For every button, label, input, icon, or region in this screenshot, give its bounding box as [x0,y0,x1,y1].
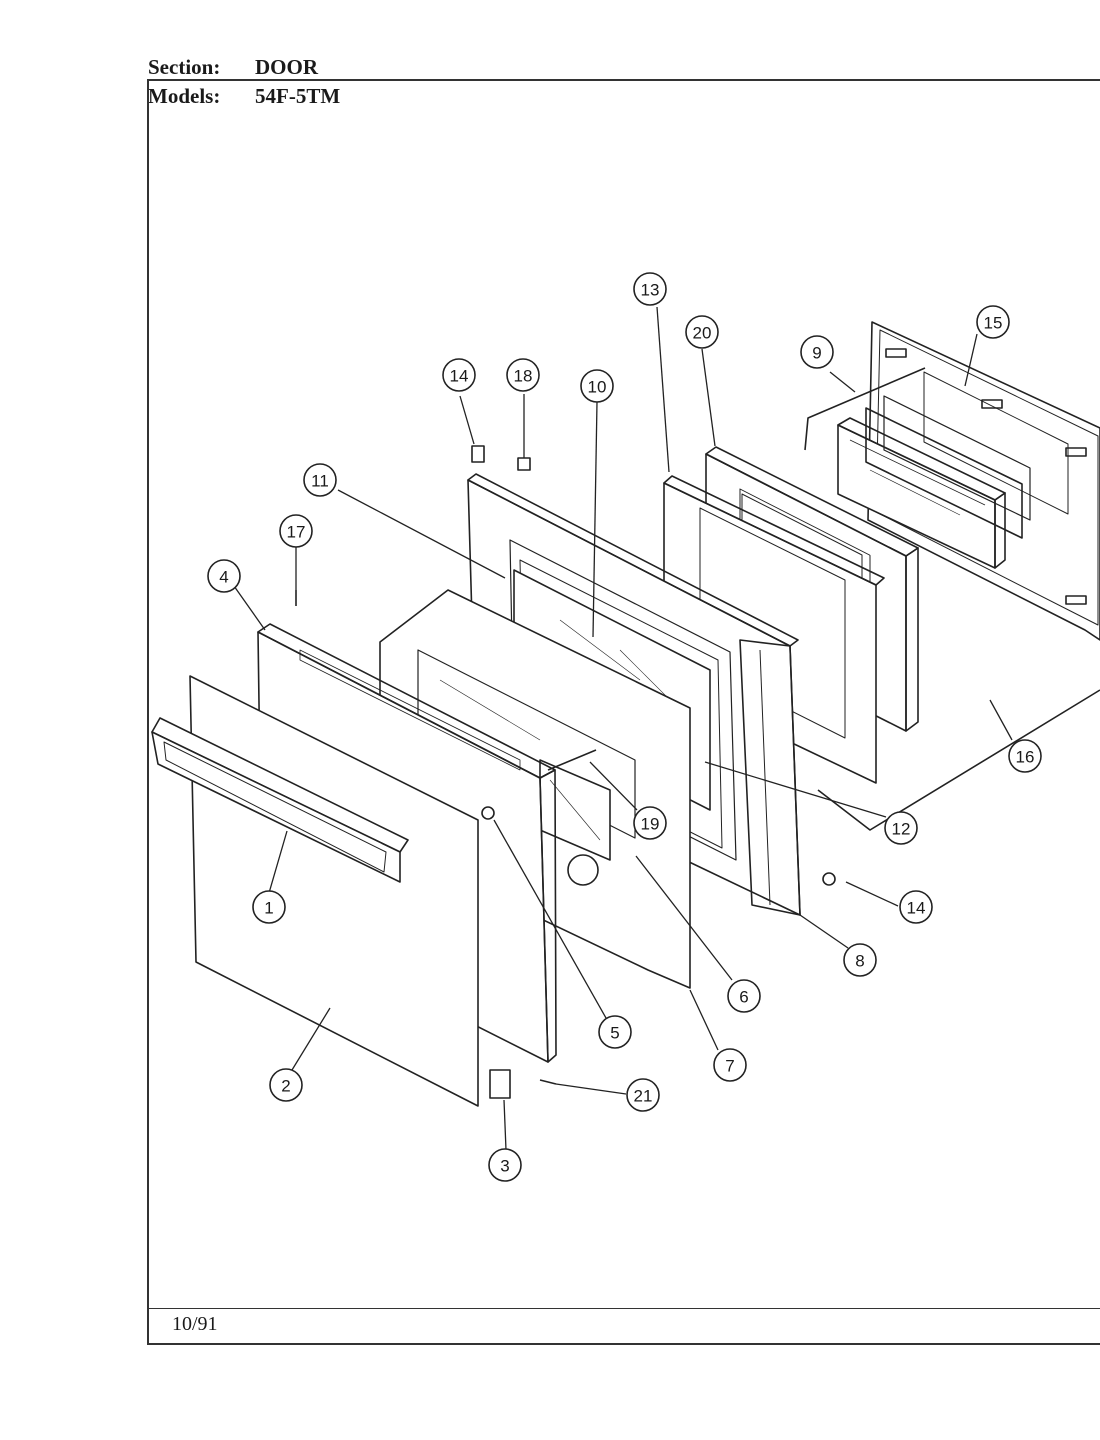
section-label: Section: [148,55,221,79]
callout-9: 9 [800,335,834,369]
callout-4: 4 [207,559,241,593]
callout-2: 2 [269,1068,303,1102]
callout-number: 18 [514,367,533,386]
callout-circle [252,890,286,924]
footer-divider [147,1308,1100,1309]
callout-number: 17 [287,523,306,542]
part-1-handle [151,717,409,883]
callout-17: 17 [279,514,313,548]
part-18-clip [517,457,531,471]
callout-15: 15 [976,305,1010,339]
callout-number: 1 [264,899,273,918]
part-14-clip-bottom [822,872,836,886]
callout-8: 8 [843,943,877,977]
models-label: Models: [148,84,221,108]
callout-18: 18 [506,358,540,392]
callout-number: 15 [984,314,1003,333]
callout-number: 12 [892,820,911,839]
callout-number: 21 [634,1087,653,1106]
callout-circle [303,463,337,497]
callout-13: 13 [633,272,667,306]
callout-number: 9 [812,344,821,363]
callout-21: 21 [626,1078,660,1112]
part-21-screw [539,1079,557,1085]
callout-number: 2 [281,1077,290,1096]
callout-circle [1008,739,1042,773]
diagram-frame [147,79,1100,1345]
callout-11: 11 [303,463,337,497]
section-value: DOOR [255,55,318,79]
callout-10: 10 [580,369,614,403]
callout-circle [633,272,667,306]
callout-3: 3 [488,1148,522,1182]
callout-circle [269,1068,303,1102]
callout-circle [713,1048,747,1082]
callout-number: 14 [450,367,469,386]
callout-20: 20 [685,315,719,349]
leader-lines [233,306,1013,1151]
callout-1: 1 [252,890,286,924]
callout-number: 4 [219,568,228,587]
callout-number: 11 [311,472,329,491]
callout-number: 10 [588,378,607,397]
callout-circle [899,890,933,924]
revision-date: 10/91 [172,1313,218,1335]
callout-number: 14 [907,899,926,918]
models-value: 54F-5TM [255,84,341,108]
callout-circle [488,1148,522,1182]
callout-5: 5 [598,1015,632,1049]
callout-6: 6 [727,979,761,1013]
callout-circle [633,806,667,840]
callout-number: 5 [610,1024,619,1043]
callout-circle [800,335,834,369]
callout-circle [843,943,877,977]
callout-number: 19 [641,815,660,834]
part-16-bracket [804,367,1100,831]
callout-circle [279,514,313,548]
callout-14b: 14 [899,890,933,924]
callout-circle [207,559,241,593]
callout-circle [506,358,540,392]
part-3-hinge-bracket [489,1069,511,1099]
callout-number: 20 [693,324,712,343]
callout-circle [685,315,719,349]
callout-number: 7 [725,1057,734,1076]
callout-circle [442,358,476,392]
callout-circle [598,1015,632,1049]
part-9-glass-pack [837,371,1069,569]
part-19-rod [547,749,597,771]
callout-19: 19 [633,806,667,840]
callout-12: 12 [884,811,918,845]
callout-number: 8 [855,952,864,971]
callout-14a: 14 [442,358,476,392]
callout-circle [884,811,918,845]
callout-number: 6 [739,988,748,1007]
callout-circle [580,369,614,403]
callout-circle [626,1078,660,1112]
callout-7: 7 [713,1048,747,1082]
callout-number: 13 [641,281,660,300]
callout-number: 3 [500,1157,509,1176]
callout-circle [976,305,1010,339]
callout-number: 16 [1016,748,1035,767]
callout-circle [727,979,761,1013]
part-14-clip-top [471,445,485,463]
callout-16: 16 [1008,739,1042,773]
